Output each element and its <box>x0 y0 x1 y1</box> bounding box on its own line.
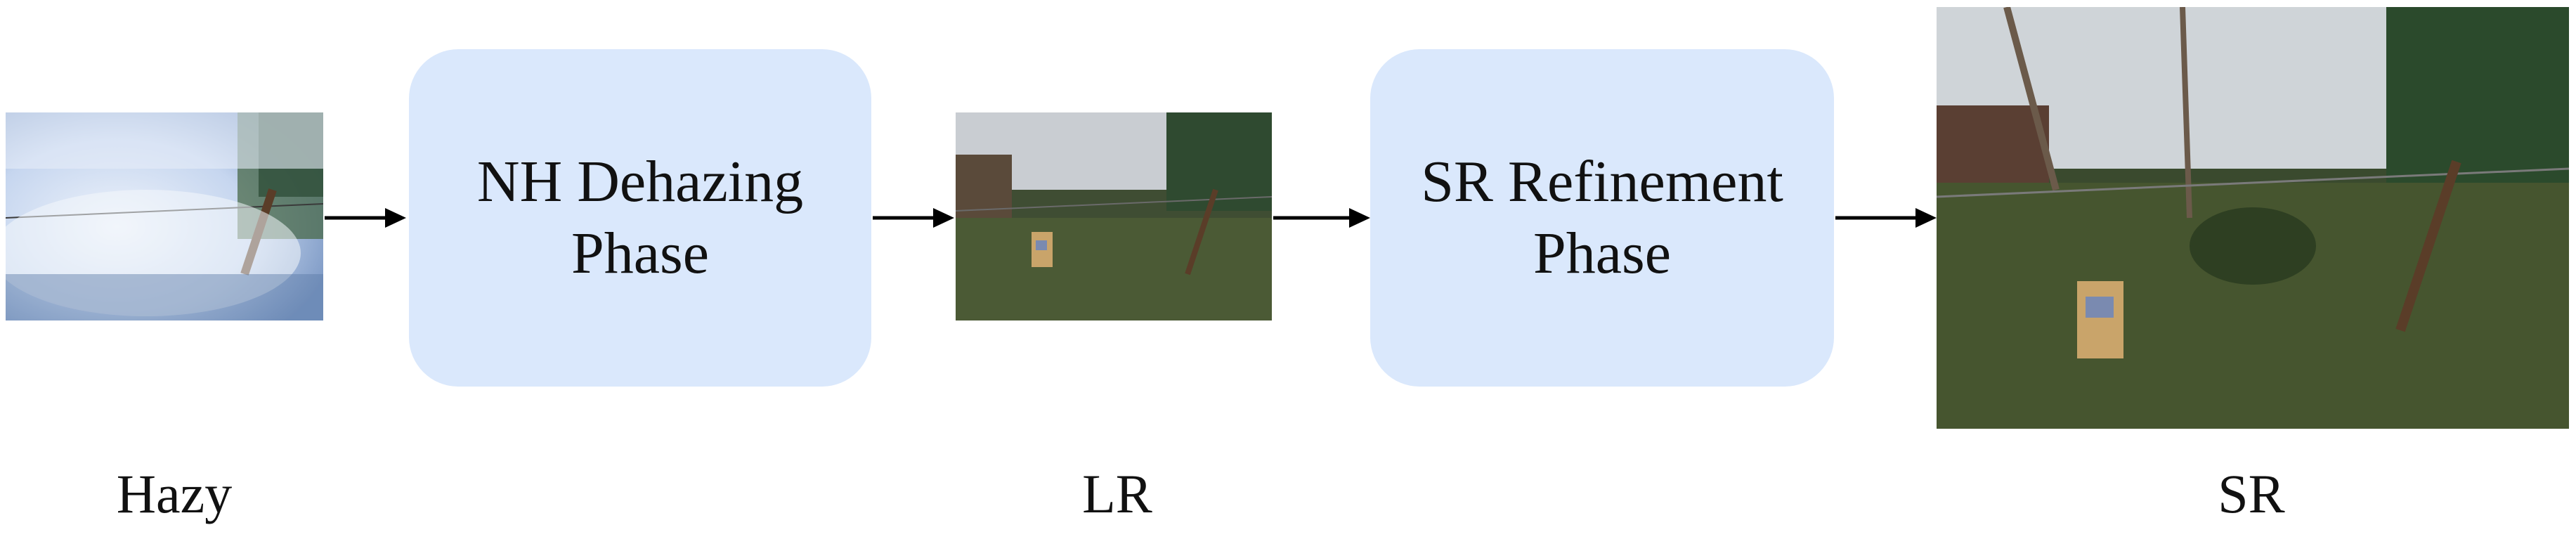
sr-refinement-line1: SR Refinement <box>1421 148 1783 214</box>
flow-arrow <box>1273 208 1370 228</box>
lr-label: LR <box>1082 463 1152 524</box>
sr-refinement-phase-box: SR Refinement Phase <box>1370 49 1834 387</box>
nh-dehazing-line1: NH Dehazing <box>476 148 804 214</box>
sr-refinement-line2: Phase <box>1533 221 1671 286</box>
flow-arrow <box>325 208 406 228</box>
nh-dehazing-phase-box: NH Dehazing Phase <box>409 49 871 387</box>
lr-image <box>956 112 1272 320</box>
flow-arrow <box>1835 208 1937 228</box>
nh-dehazing-line2: Phase <box>571 221 709 286</box>
sr-image <box>1937 7 2569 429</box>
hazy-image <box>6 112 323 320</box>
flow-arrow <box>873 208 954 228</box>
hazy-label: Hazy <box>116 463 233 524</box>
sr-label: SR <box>2218 463 2285 524</box>
